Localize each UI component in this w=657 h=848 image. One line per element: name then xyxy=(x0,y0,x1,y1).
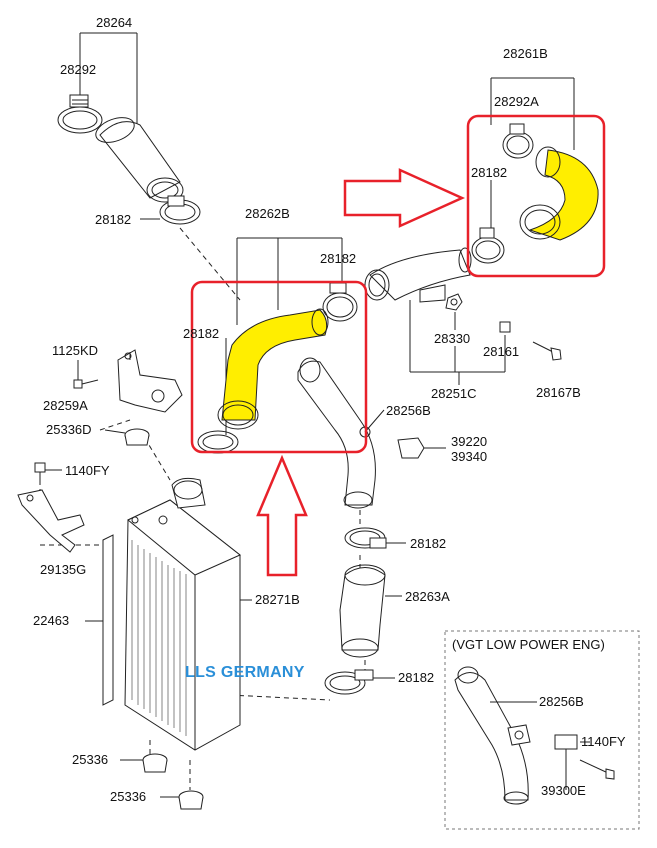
label-29135G: 29135G xyxy=(40,562,87,577)
label-28161: 28161 xyxy=(483,344,520,359)
inset-title: (VGT LOW POWER ENG) xyxy=(452,637,605,652)
clamp-28182-center-bottom-icon xyxy=(197,430,239,454)
label-25336D: 25336D xyxy=(46,422,92,437)
inset-vgt-frame xyxy=(444,630,640,830)
clamp-28182-lower-icon xyxy=(324,669,395,695)
label-28259A: 28259A xyxy=(43,398,88,413)
label-28182-lower: 28182 xyxy=(398,670,435,685)
hose-28262B-icon xyxy=(217,308,329,430)
label-1140FY-left: 1140FY xyxy=(65,463,110,478)
brand-watermark: LLS GERMANY xyxy=(185,664,305,681)
bolt-1125KD-icon xyxy=(73,360,99,389)
label-25336-a: 25336 xyxy=(72,752,109,767)
hose-28264-icon xyxy=(95,117,184,203)
label-28256B-inset: 28256B xyxy=(539,694,584,709)
clamp-28182-right-icon xyxy=(471,227,505,264)
mount-25336D-icon xyxy=(104,428,150,446)
label-28263A: 28263A xyxy=(405,589,450,604)
label-28182-top-left: 28182 xyxy=(95,212,132,227)
label-28182-right: 28182 xyxy=(471,165,508,180)
leader-lines-28251C xyxy=(409,300,506,385)
label-1125KD: 1125KD xyxy=(52,343,99,358)
hose-28263A-icon xyxy=(339,564,402,658)
highlight-box-28262B xyxy=(190,280,368,454)
label-39300E: 39300E xyxy=(541,783,586,798)
label-22463: 22463 xyxy=(33,613,70,628)
pipe-28256B-icon xyxy=(297,357,385,509)
label-39340: 39340 xyxy=(451,449,488,464)
air-guide-22463-icon xyxy=(85,534,114,706)
mount-25336-a-icon xyxy=(120,753,168,773)
clamp-28292-icon xyxy=(57,94,103,134)
mount-25336-b-icon xyxy=(160,790,204,810)
label-39220: 39220 xyxy=(451,434,488,449)
nut-28330-icon xyxy=(445,293,463,311)
sensor-39300E-icon xyxy=(554,734,615,790)
label-25336-b: 25336 xyxy=(110,789,147,804)
sensor-39220-icon xyxy=(397,437,446,459)
label-28251C: 28251C xyxy=(431,386,477,401)
pipe-28256B-inset-icon xyxy=(454,666,537,805)
label-28264: 28264 xyxy=(96,15,133,30)
clamp-28182-center-top-icon xyxy=(322,282,358,322)
clamp-28292A-icon xyxy=(502,123,534,159)
label-28262B: 28262B xyxy=(245,206,290,221)
bracket-28259A-icon xyxy=(117,349,183,413)
arrow-up-icon xyxy=(256,454,308,577)
label-1140FY-inset: 1140FY xyxy=(581,734,626,749)
label-28292A: 28292A xyxy=(494,94,539,109)
bolt-28167B-icon xyxy=(532,341,562,361)
hose-28261B-icon xyxy=(519,146,599,241)
label-28182-center-left: 28182 xyxy=(183,326,220,341)
label-28182-center-top: 28182 xyxy=(320,251,357,266)
pipe-28251C-icon xyxy=(364,247,472,303)
clip-28161-icon xyxy=(499,321,511,333)
intercooler-28271B-icon xyxy=(124,477,252,751)
label-28167B: 28167B xyxy=(536,385,581,400)
label-28292: 28292 xyxy=(60,62,97,77)
highlight-box-28261B xyxy=(466,114,606,278)
label-28330: 28330 xyxy=(434,331,471,346)
clamp-28182-top-left-icon xyxy=(159,195,201,225)
label-28256B-center: 28256B xyxy=(386,403,431,418)
bracket-29135G-icon xyxy=(17,489,85,553)
label-28182-mid: 28182 xyxy=(410,536,447,551)
arrow-right-icon xyxy=(343,168,466,228)
leader-lines-28264 xyxy=(79,32,160,220)
label-28271B: 28271B xyxy=(255,592,300,607)
label-28261B: 28261B xyxy=(503,46,548,61)
bolt-1140FY-icon xyxy=(34,462,62,485)
clamp-28182-mid-icon xyxy=(344,527,406,549)
